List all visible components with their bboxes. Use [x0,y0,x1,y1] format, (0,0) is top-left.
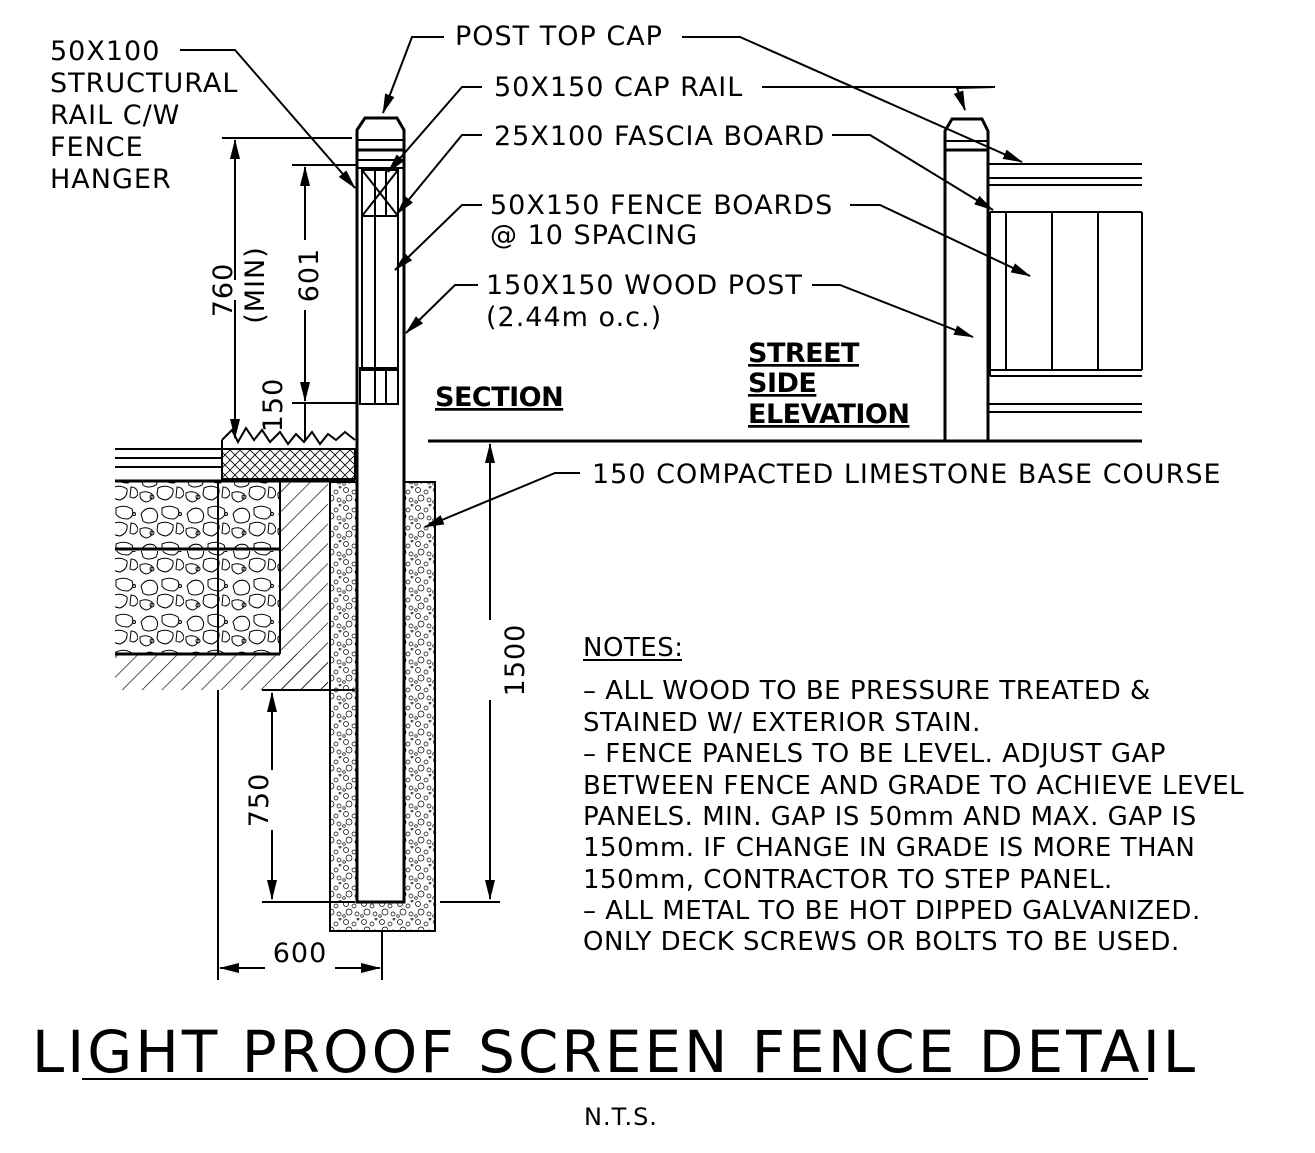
label-base-course: 150 COMPACTED LIMESTONE BASE COURSE [592,459,1222,490]
section-view [115,116,436,932]
label-fence-spacing: @ 10 SPACING [490,220,698,251]
dimension-values: 760 (MIN) 601 150 1500 750 600 [208,246,531,969]
label-structural-rail-2: STRUCTURAL [50,68,238,99]
label-cap-rail: 50X150 CAP RAIL [494,72,743,103]
scale-note: N.T.S. [584,1103,658,1131]
wood-post-section [355,148,406,904]
label-post-spacing: (2.44m o.c.) [486,302,662,333]
callout-labels: POST TOP CAP 50X150 CAP RAIL 25X100 FASC… [50,21,1222,490]
label-fence-boards: 50X150 FENCE BOARDS [490,190,833,221]
note-line: 150mm. IF CHANGE IN GRADE IS MORE THAN [583,833,1195,863]
dim-min: (MIN) [240,246,271,324]
note-line: 150mm, CONTRACTOR TO STEP PANEL. [583,865,1113,895]
note-line: ONLY DECK SCREWS OR BOLTS TO BE USED. [583,927,1180,957]
notes-heading: NOTES: [583,633,684,663]
dimension-lines [217,137,500,980]
gravel-block-upper [115,481,280,549]
post-top-cap-section [355,116,406,152]
label-section: SECTION [435,382,563,413]
soil-hatch-bottom [115,654,328,690]
label-post-top-cap: POST TOP CAP [455,21,663,52]
drawing-title: LIGHT PROOF SCREEN FENCE DETAIL [32,1018,1198,1086]
dim-750: 750 [244,773,275,828]
note-line: – ALL METAL TO BE HOT DIPPED GALVANIZED. [583,896,1201,926]
label-elevation-elevation: ELEVATION [748,399,909,430]
label-wood-post: 150X150 WOOD POST [486,270,803,301]
notes-block: NOTES: – ALL WOOD TO BE PRESSURE TREATED… [583,633,1244,957]
dim-150: 150 [258,378,289,433]
label-structural-rail-5: HANGER [50,164,172,195]
dim-760: 760 [208,263,239,318]
leader-lines [180,36,1031,528]
label-elevation-street: STREET [748,338,860,369]
note-line: – FENCE PANELS TO BE LEVEL. ADJUST GAP [583,739,1166,769]
label-structural-rail-1: 50X100 [50,36,160,67]
limestone-base-layer [221,448,356,480]
note-line: – ALL WOOD TO BE PRESSURE TREATED & [583,676,1151,706]
post-top-cap-elevation [943,117,990,152]
dim-601: 601 [294,248,325,303]
dim-600: 600 [273,938,328,969]
dim-1500: 1500 [500,624,531,697]
label-structural-rail-4: FENCE [50,132,144,163]
note-line: PANELS. MIN. GAP IS 50mm AND MAX. GAP IS [583,802,1197,832]
label-structural-rail-3: RAIL C/W [50,100,180,131]
note-line: BETWEEN FENCE AND GRADE TO ACHIEVE LEVEL [583,771,1244,801]
label-elevation-side: SIDE [748,368,816,399]
note-line: STAINED W/ EXTERIOR STAIN. [583,708,981,738]
title-block: LIGHT PROOF SCREEN FENCE DETAIL N.T.S. [32,1018,1198,1131]
gravel-block-lower [115,551,280,654]
label-fascia-board: 25X100 FASCIA BOARD [494,121,825,152]
